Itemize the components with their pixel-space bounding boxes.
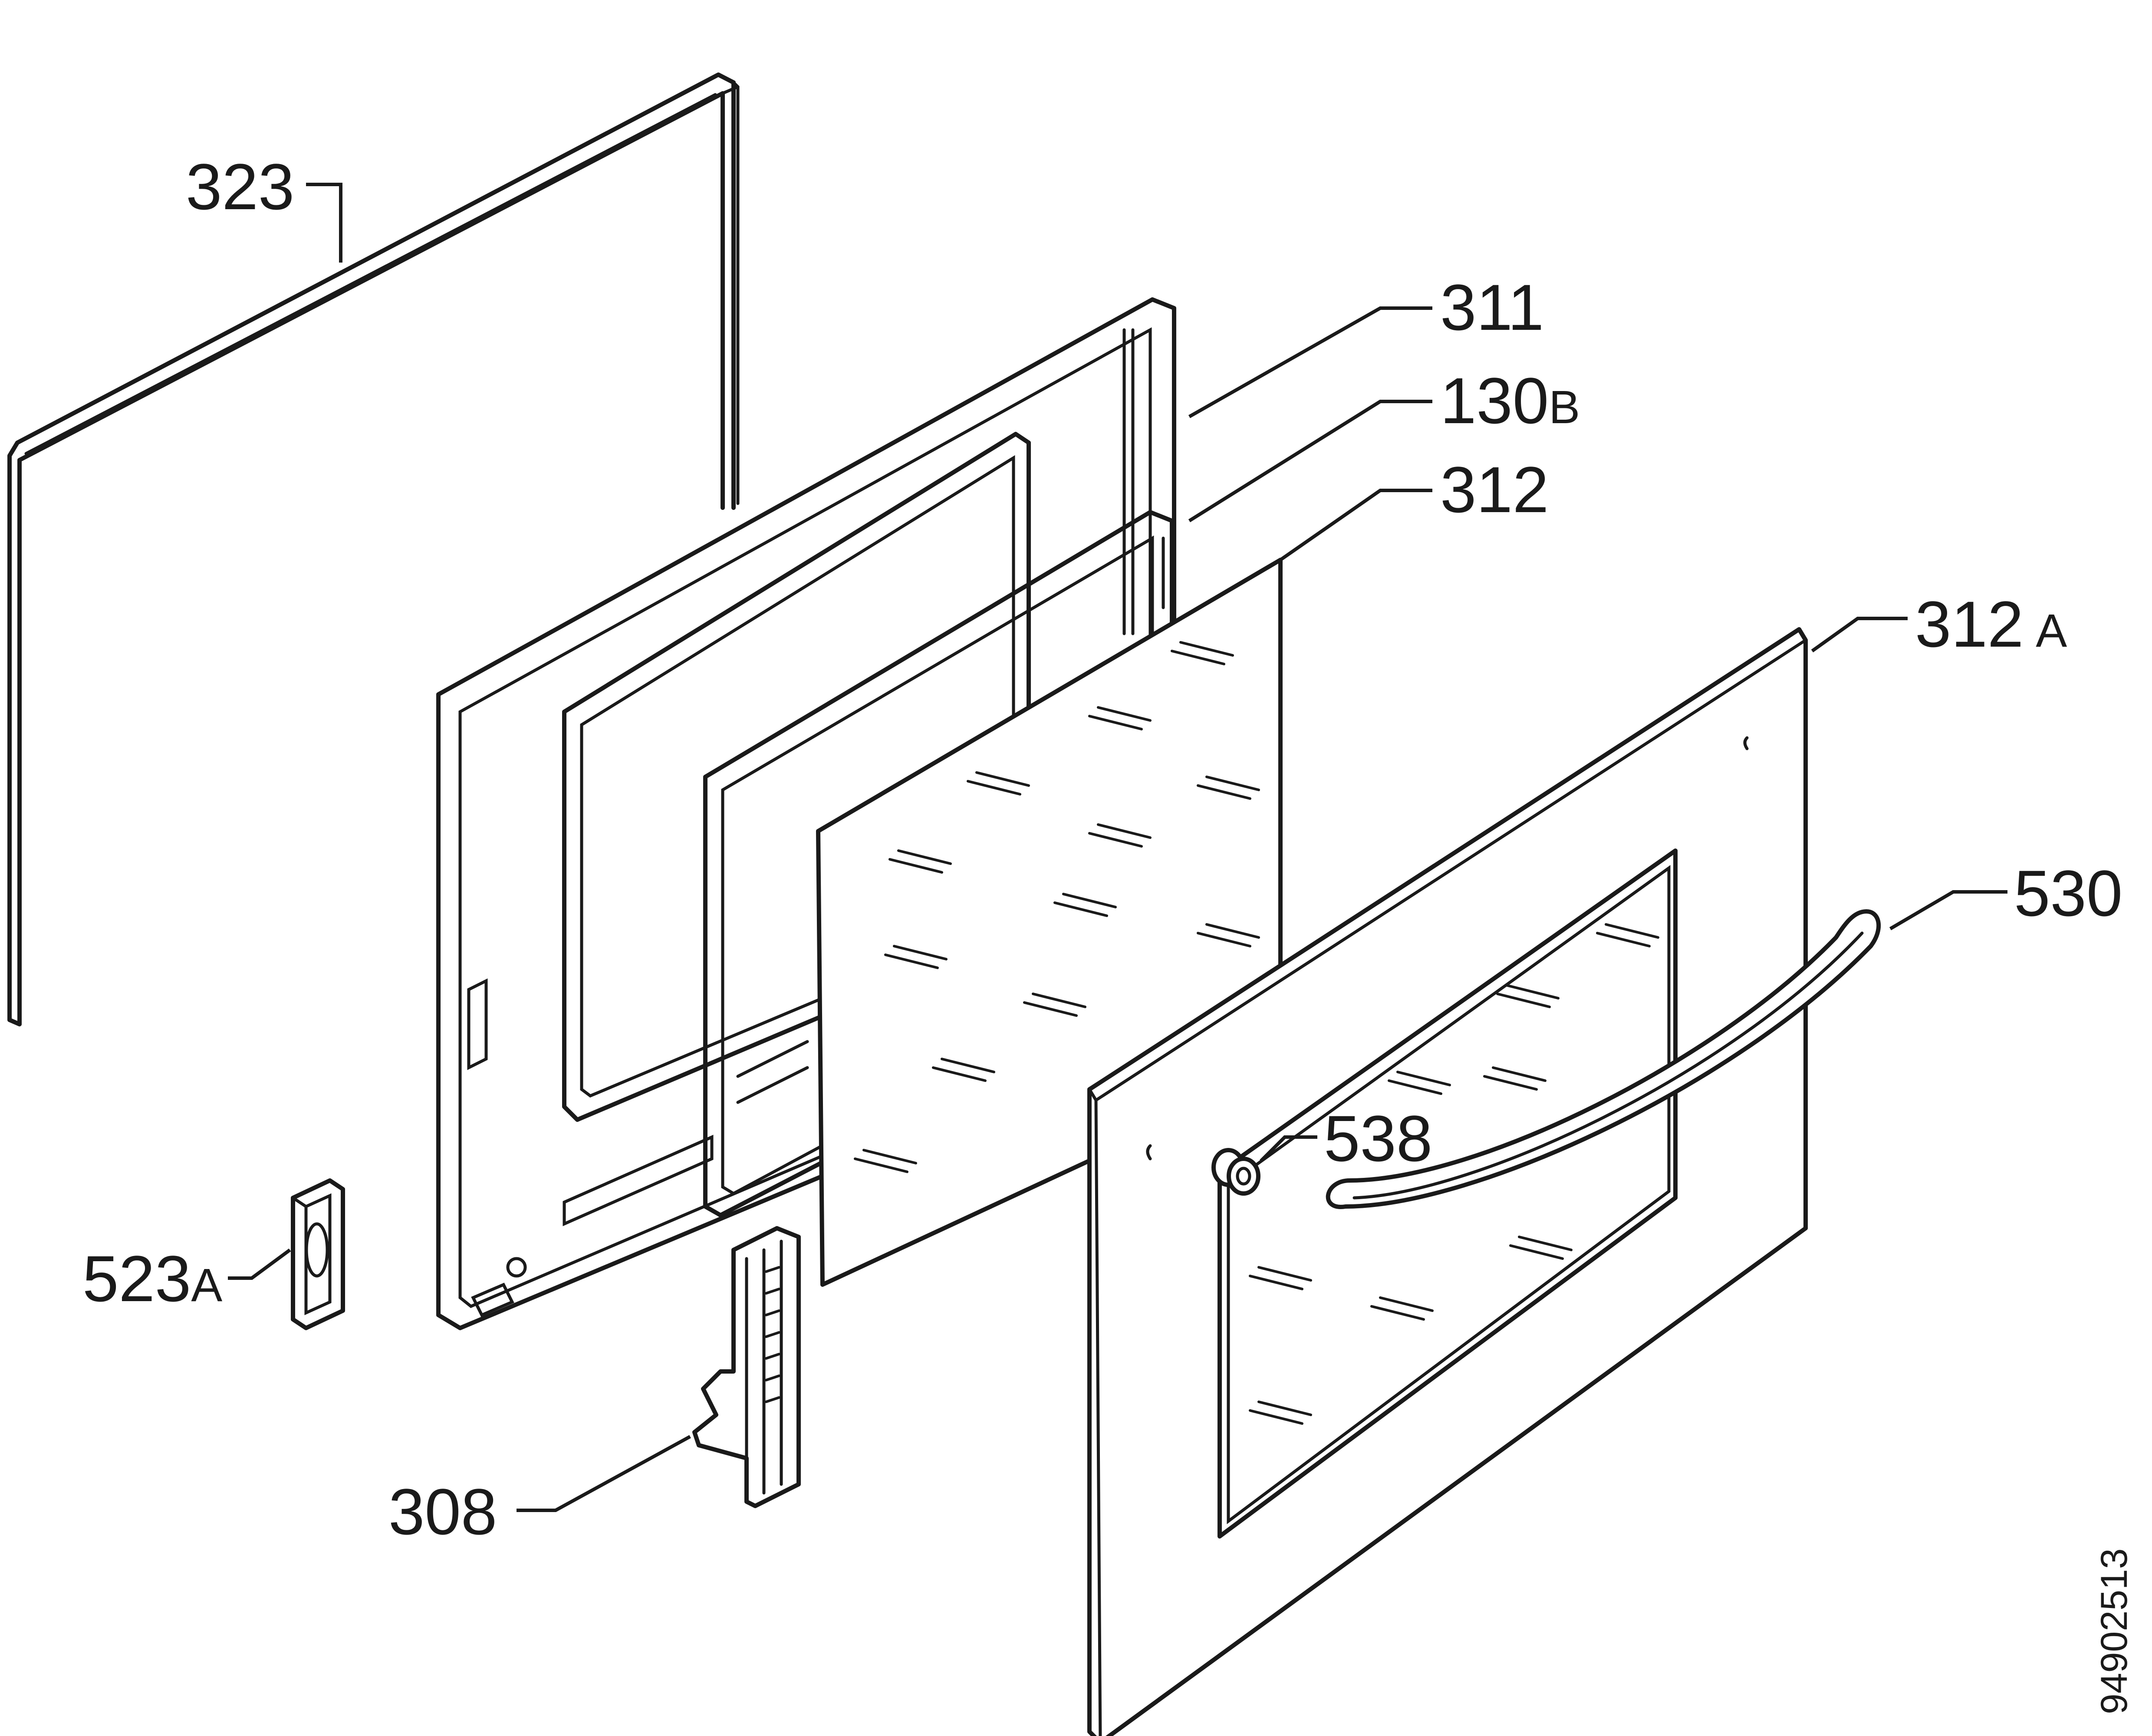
part-523A-door-catch [291,1178,345,1330]
callout-312: 312 [1440,453,1549,526]
leader-523A [228,1248,291,1280]
leader-312 [1279,489,1432,562]
callout-311: 311 [1440,271,1544,344]
leader-308 [517,1435,691,1512]
leader-lines [228,183,2007,1512]
callout-130B: 130B [1440,364,1580,437]
part-530-door-handle [1326,909,1881,1209]
leader-530 [1889,890,2007,930]
callout-538: 538 [1324,1102,1432,1175]
callout-523A: 523A [82,1242,222,1315]
leader-323 [306,183,342,263]
leader-130B [1188,400,1432,523]
part-323-door-seal [7,72,740,1026]
part-308-hinge [692,1226,801,1508]
leader-311 [1188,306,1432,418]
drawing-number: 94902513 [2093,1548,2135,1714]
callout-308: 308 [388,1475,497,1548]
leader-538 [1260,1135,1317,1162]
leader-312A [1811,617,1908,653]
callout-323: 323 [186,150,294,223]
part-538-bush [1211,1148,1260,1196]
callout-530: 530 [2014,857,2122,930]
